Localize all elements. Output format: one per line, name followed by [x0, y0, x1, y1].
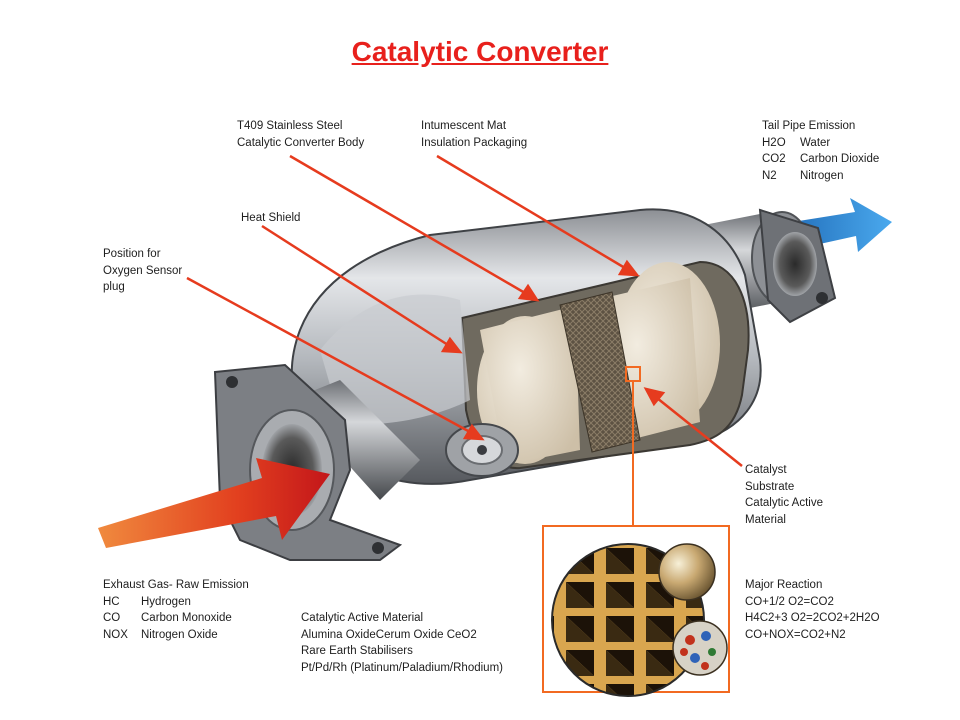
page-title: Catalytic Converter — [351, 36, 609, 67]
converter-body — [290, 208, 762, 485]
label-catalyst-substrate: Catalyst Substrate Catalytic Active Mate… — [745, 464, 823, 526]
label-intumescent-mat: Intumescent Mat Insulation Packaging — [421, 120, 528, 149]
label-converter-body: T409 Stainless Steel Catalytic Converter… — [237, 120, 365, 149]
leader-arrows — [186, 154, 743, 467]
magnify-connector — [625, 366, 641, 526]
label-active-material: Catalytic Active Material Alumina OxideC… — [301, 612, 503, 674]
label-heat-shield: Heat Shield — [241, 212, 301, 224]
label-oxygen-sensor: Position for Oxygen Sensor plug — [103, 248, 183, 293]
substrate-inset — [542, 525, 730, 697]
exhaust-flow-arrow — [98, 458, 330, 548]
label-major-reaction: Major Reaction CO+1/2 O2=CO2 H4C2+3 O2=2… — [745, 579, 880, 641]
